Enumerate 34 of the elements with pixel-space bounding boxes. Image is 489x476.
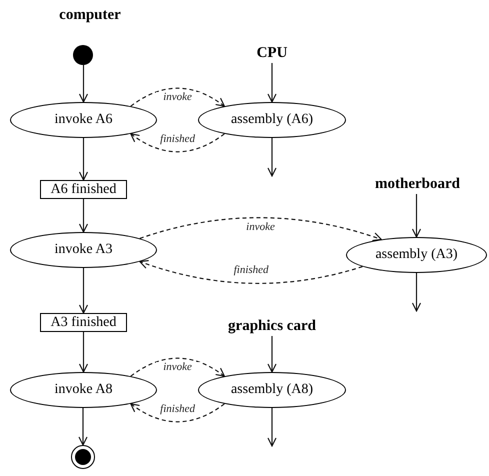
arrow xyxy=(78,199,88,233)
arrow xyxy=(267,63,277,103)
dashed-arrow xyxy=(139,260,363,284)
swimlane-title: motherboard xyxy=(360,172,475,192)
state-box: A3 finished xyxy=(40,313,127,332)
activity-ellipse: assembly (A6) xyxy=(198,102,346,138)
arrow xyxy=(412,273,422,312)
swimlane-title: computer xyxy=(58,6,122,25)
final-state xyxy=(71,445,95,469)
activity-ellipse: invoke A8 xyxy=(10,372,157,408)
initial-state xyxy=(73,45,93,65)
edge-label: invoke xyxy=(156,92,200,104)
arrow xyxy=(78,65,88,103)
arrow xyxy=(78,268,88,314)
dashed-arrow xyxy=(130,88,225,107)
edge-label: invoke xyxy=(156,362,200,374)
activity-ellipse: invoke A6 xyxy=(10,102,157,138)
arrow xyxy=(78,138,88,181)
dashed-arrow xyxy=(130,133,225,152)
activity-ellipse: assembly (A8) xyxy=(198,372,346,408)
swimlane-title: CPU xyxy=(242,42,302,61)
arrow xyxy=(412,194,422,238)
swimlane-title: graphics card xyxy=(207,314,337,334)
arrow xyxy=(267,336,277,373)
dashed-arrow xyxy=(130,403,225,422)
arrow xyxy=(78,408,88,446)
arrow xyxy=(78,332,88,373)
state-box: A6 finished xyxy=(40,180,127,199)
arrow xyxy=(267,138,277,177)
arrow xyxy=(267,408,277,447)
dashed-arrow xyxy=(140,217,382,242)
activity-ellipse: assembly (A3) xyxy=(346,237,487,273)
dashed-arrow xyxy=(130,358,225,377)
activity-ellipse: invoke A3 xyxy=(10,232,157,268)
